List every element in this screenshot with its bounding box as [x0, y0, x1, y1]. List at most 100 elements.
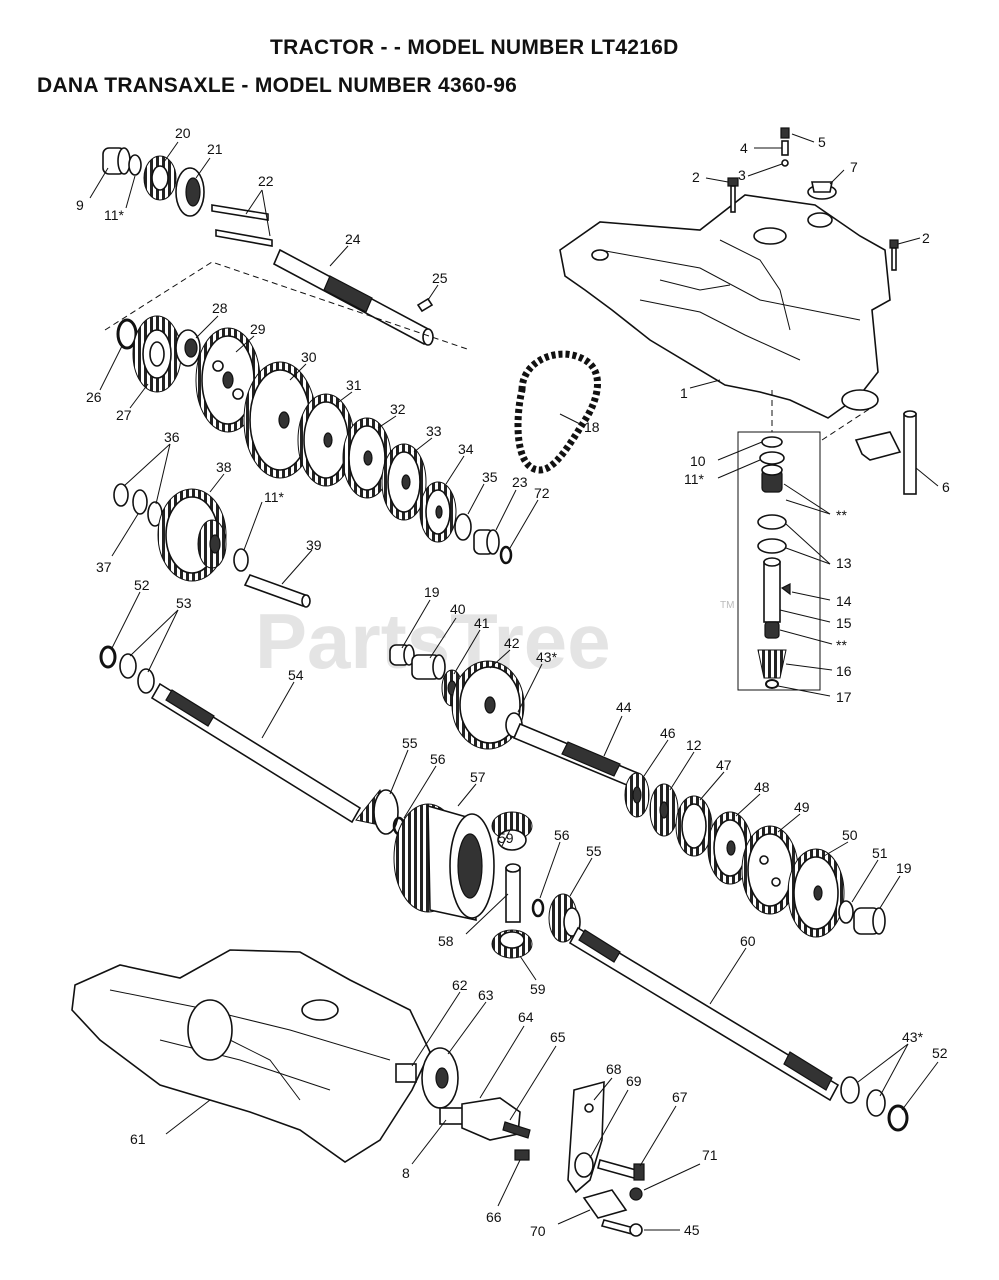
part-gear-49 [741, 825, 799, 915]
callout-8: 8 [402, 1165, 410, 1181]
callout-10: 10 [690, 453, 706, 469]
callout-37: 37 [96, 559, 112, 575]
callout-19b: 19 [896, 860, 912, 876]
callout-5: 5 [818, 134, 826, 150]
part-washer-69 [574, 1152, 594, 1178]
part-washer-43b [840, 1076, 860, 1104]
callout-19: 19 [424, 584, 440, 600]
callout-3: 3 [738, 167, 746, 183]
callout-53: 53 [176, 595, 192, 611]
callout-67: 67 [672, 1089, 688, 1105]
callout-2b: 2 [922, 230, 930, 246]
part-bracket-70 [582, 1189, 628, 1219]
callout-48: 48 [754, 779, 770, 795]
callout-18: 18 [584, 419, 600, 435]
callout-13: 13 [836, 555, 852, 571]
part-gear-34 [419, 481, 457, 543]
part-washer-51 [838, 900, 854, 924]
part-lower-housing-61 [71, 949, 431, 1163]
diagram-subtitle: DANA TRANSAXLE - MODEL NUMBER 4360-96 [37, 74, 518, 97]
part-key-25 [416, 297, 434, 313]
part-axle-60 [568, 926, 840, 1102]
callout-33: 33 [426, 423, 442, 439]
part-washer-11c [759, 451, 785, 465]
callout-51: 51 [872, 845, 888, 861]
callout-39: 39 [306, 537, 322, 553]
part-seal-62 [395, 1063, 417, 1083]
callout-2: 2 [692, 169, 700, 185]
part-ring-17 [765, 679, 779, 689]
part-washer-53a [119, 653, 137, 679]
part-ring-56b [531, 898, 545, 918]
part-bevel-gear-55b [548, 893, 581, 943]
callout-54: 54 [288, 667, 304, 683]
callout-starstar-b: ** [836, 637, 847, 653]
callout-59b: 59 [530, 981, 546, 997]
part-bushing-9 [102, 147, 131, 175]
part-washer-13b [757, 538, 787, 554]
callout-70: 70 [530, 1223, 546, 1239]
callout-61: 61 [130, 1131, 146, 1147]
callout-59: 59 [498, 830, 514, 846]
part-washer-36a [113, 483, 129, 507]
callout-58: 58 [438, 933, 454, 949]
part-gear-48 [707, 811, 753, 885]
callout-starstar-a: ** [836, 507, 847, 523]
part-shaft-24 [272, 248, 434, 346]
callout-56: 56 [430, 751, 446, 767]
part-plug-7 [807, 181, 837, 200]
callout-68: 68 [606, 1061, 622, 1077]
callout-15: 15 [836, 615, 852, 631]
callout-26: 26 [86, 389, 102, 405]
bracket-dash-a [821, 401, 881, 441]
part-keys-22 [211, 204, 273, 247]
part-shift-lever-6 [854, 410, 917, 495]
callout-64: 64 [518, 1009, 534, 1025]
part-gear-20 [143, 155, 177, 201]
callout-4: 4 [740, 140, 748, 156]
part-bearing-upper [761, 464, 783, 493]
callout-23: 23 [512, 474, 528, 490]
callout-46: 46 [660, 725, 676, 741]
watermark-trademark: TM [720, 600, 734, 611]
part-shaft-54 [150, 682, 362, 824]
part-gear-33 [381, 443, 427, 521]
callout-35: 35 [482, 469, 498, 485]
part-chain-18 [514, 350, 601, 474]
part-bearing-28 [175, 329, 201, 367]
callout-20: 20 [175, 125, 191, 141]
part-bolt-67 [597, 1159, 645, 1181]
callout-42: 42 [504, 635, 520, 651]
part-bevel-gear-55 [355, 788, 399, 835]
part-pinion-59b [491, 929, 533, 959]
part-washer-13a [757, 514, 787, 530]
callout-55: 55 [402, 735, 418, 751]
callout-38: 38 [216, 459, 232, 475]
callout-labels: 20 21 9 11* 22 24 25 28 29 26 27 30 31 3… [76, 125, 950, 1239]
part-washer-37 [132, 489, 148, 515]
callout-11: 11* [104, 207, 125, 223]
part-shaft-44 [512, 722, 642, 790]
callout-12: 12 [686, 737, 702, 753]
callout-30: 30 [301, 349, 317, 365]
part-retainer-26 [116, 318, 138, 350]
part-gear-46 [624, 772, 650, 818]
callout-56b: 56 [554, 827, 570, 843]
callout-22: 22 [258, 173, 274, 189]
part-ring-52 [99, 645, 117, 669]
callout-47: 47 [716, 757, 732, 773]
part-spring-4 [781, 140, 789, 156]
part-bevel-pinion-16 [757, 649, 787, 679]
part-bushing-23 [473, 529, 500, 555]
callout-25: 25 [432, 270, 448, 286]
callout-72: 72 [534, 485, 550, 501]
shift-assembly-box [737, 431, 821, 691]
part-gear-50 [787, 848, 845, 938]
callout-27: 27 [116, 407, 132, 423]
part-pin-58 [505, 863, 521, 923]
callout-29: 29 [250, 321, 266, 337]
diagram-title: TRACTOR - - MODEL NUMBER LT4216D [270, 36, 679, 59]
callout-52: 52 [134, 577, 150, 593]
part-key-14 [780, 583, 791, 596]
